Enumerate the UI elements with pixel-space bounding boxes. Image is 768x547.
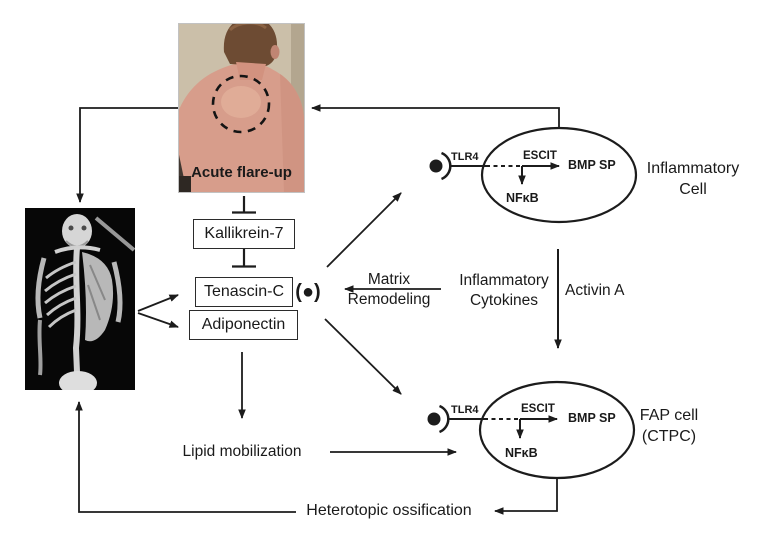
tlr4-receptor-icon-inflammatory bbox=[429, 151, 452, 181]
dashed-circle-annotation bbox=[211, 74, 271, 134]
arrow-skeleton-to-tenascin bbox=[137, 294, 179, 312]
bmp-sp-label-fap: BMP SP bbox=[568, 411, 616, 425]
photo-caption: Acute flare-up bbox=[191, 164, 292, 181]
matrix-remodeling-label-line2: Remodeling bbox=[347, 291, 431, 308]
arrow-tenascin-to-inflammatory-receptor bbox=[326, 192, 402, 268]
inflammatory-cell-name: Inflammatory Cell bbox=[637, 158, 749, 200]
bmp-sp-label-inflammatory: BMP SP bbox=[568, 158, 616, 172]
inflammatory-cytokines-line1: Inflammatory bbox=[459, 272, 549, 289]
box-tenascin-c: Tenascin-C bbox=[195, 277, 293, 307]
inhibition-photo-to-kallikrein bbox=[232, 196, 256, 214]
nfkb-label-inflammatory: NFκB bbox=[506, 191, 539, 205]
arrow-heterotopic-to-skeleton bbox=[75, 401, 296, 513]
inflammatory-cell-ellipse bbox=[480, 126, 638, 224]
lipid-mobilization-label: Lipid mobilization bbox=[182, 443, 302, 460]
skeleton-image bbox=[25, 208, 135, 390]
arrow-skeleton-to-adiponectin bbox=[137, 312, 179, 328]
inflammatory-cytokines-label: Inflammatory Cytokines bbox=[448, 271, 560, 311]
fap-cell-name: FAP cell (CTPC) bbox=[626, 405, 712, 447]
tlr4-label-fap: TLR4 bbox=[451, 404, 479, 416]
fap-cell-pathway-lines bbox=[448, 415, 558, 439]
matrix-remodeling-label-line1: Matrix bbox=[367, 271, 411, 288]
fap-cell-name-line2: (CTPC) bbox=[641, 428, 697, 445]
tlr4-receptor-icon-fap bbox=[427, 404, 450, 434]
box-kallikrein-7: Kallikrein-7 bbox=[193, 219, 295, 249]
box-adiponectin: Adiponectin bbox=[189, 310, 298, 340]
inflammatory-cell-name-line2: Cell bbox=[679, 181, 707, 198]
arrow-photo-to-skeleton bbox=[76, 107, 178, 203]
fap-cell-name-line1: FAP cell bbox=[639, 407, 699, 424]
photo-acute-flare-up bbox=[178, 23, 305, 193]
inflammatory-cytokines-line2: Cytokines bbox=[469, 292, 539, 309]
arrow-fap-to-heterotopic bbox=[494, 478, 558, 515]
arrow-inflammatory-cell-to-photo bbox=[311, 104, 560, 128]
flare-up-bump bbox=[221, 86, 261, 118]
inflammatory-cell-pathway-lines bbox=[450, 162, 560, 185]
inhibition-kallikrein-to-tenascin bbox=[232, 249, 256, 268]
receptor-symbol-tenascin: (●) bbox=[295, 281, 321, 303]
activin-a-label: Activin A bbox=[565, 282, 625, 299]
tlr4-label-inflammatory: TLR4 bbox=[451, 151, 479, 163]
escit-label-fap: ESCIT bbox=[521, 403, 555, 415]
inflammatory-cell-name-line1: Inflammatory bbox=[646, 160, 740, 177]
nfkb-label-fap: NFκB bbox=[505, 446, 538, 460]
arrow-tenascin-to-fap-receptor bbox=[324, 318, 402, 395]
escit-label-inflammatory: ESCIT bbox=[523, 150, 557, 162]
heterotopic-ossification-label: Heterotopic ossification bbox=[306, 502, 472, 519]
fap-cell-ellipse bbox=[478, 380, 636, 480]
